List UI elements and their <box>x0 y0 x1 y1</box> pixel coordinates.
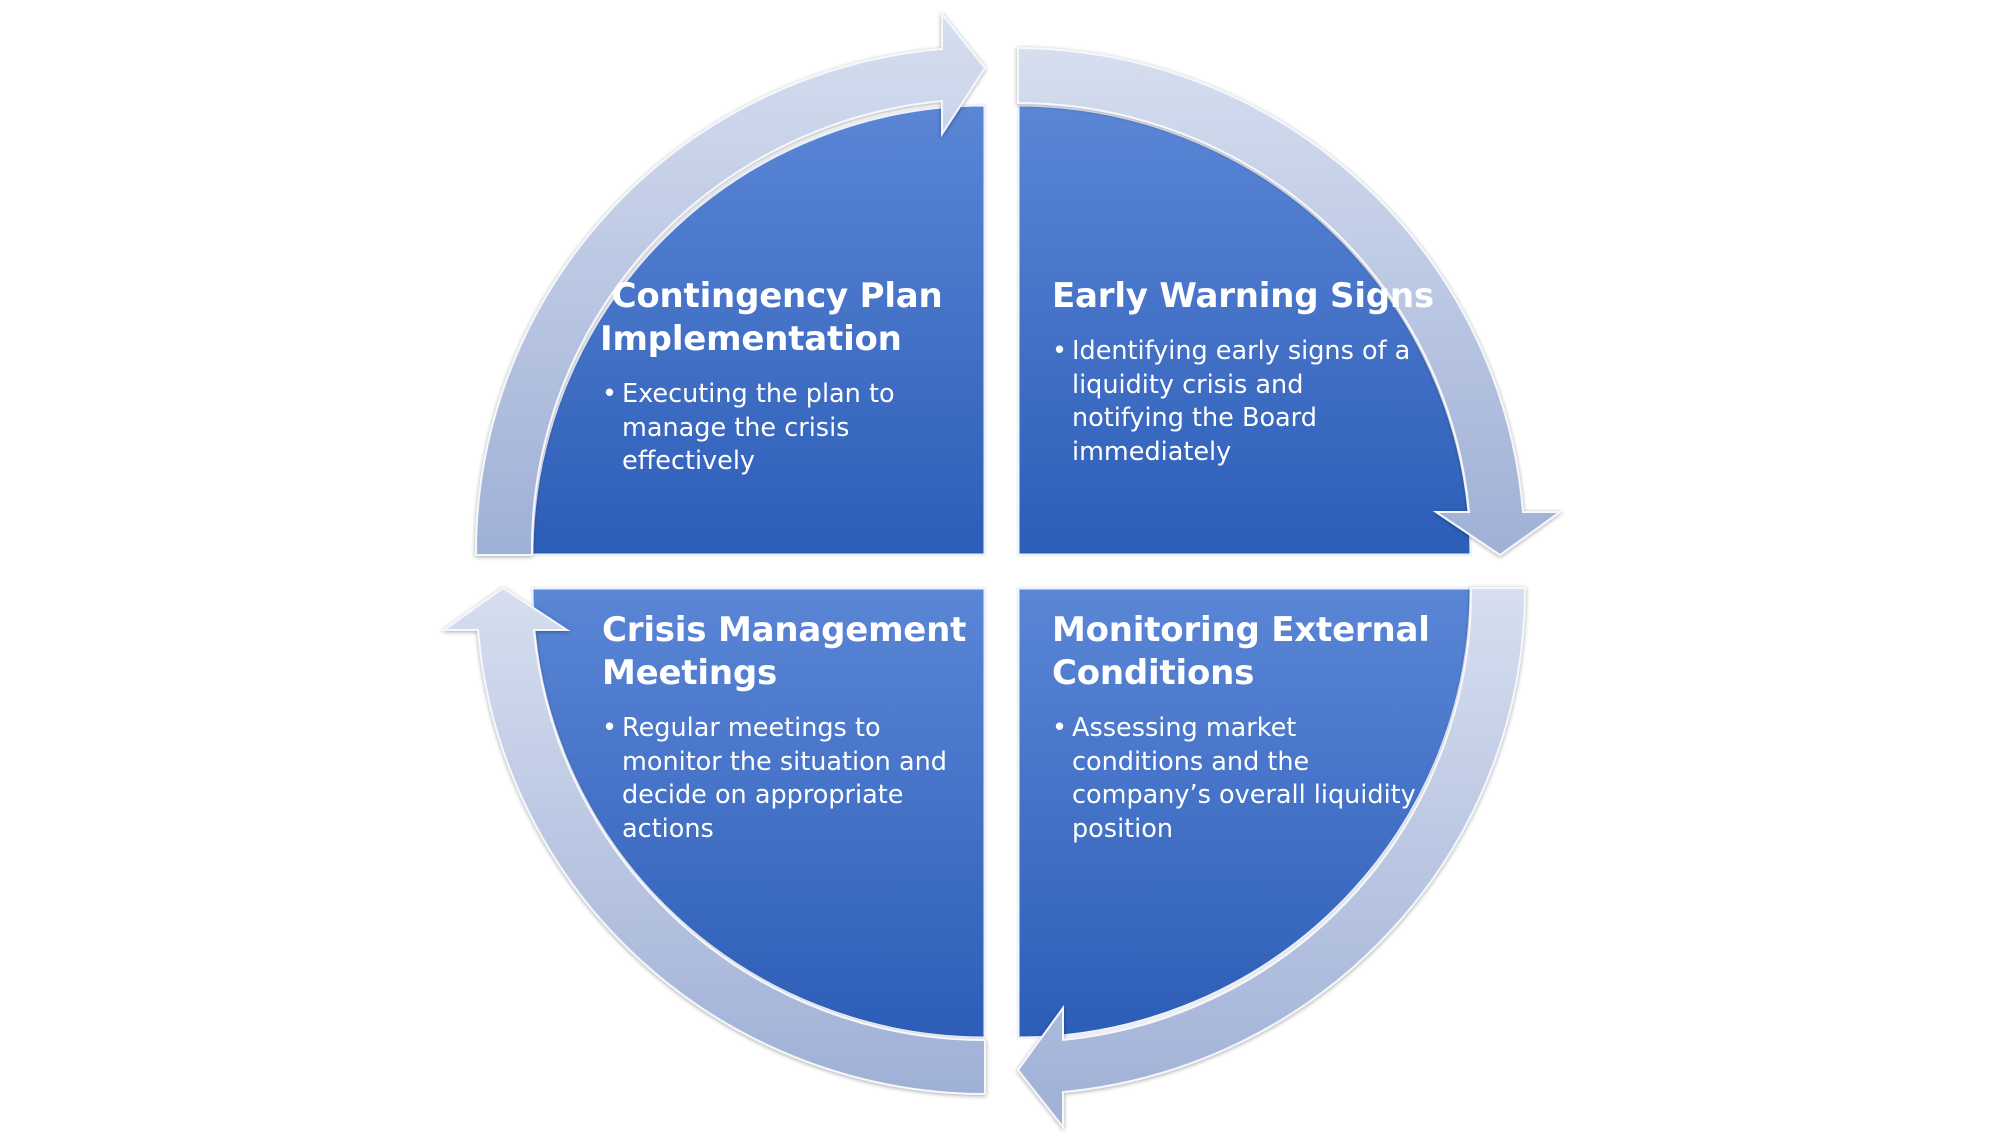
title-contingency-plan: Contingency Plan Implementation <box>600 276 943 359</box>
quadrant-top-right <box>1016 103 1473 557</box>
bullet-dot: • <box>602 379 618 409</box>
bullet-dot: • <box>1052 713 1068 743</box>
bullet-contingency-plan: •Executing the plan to manage the crisis… <box>602 378 895 479</box>
title-crisis-management: Crisis Management Meetings <box>602 610 967 693</box>
bullet-dot: • <box>602 713 618 743</box>
bullet-text: Identifying early signs of a liquidity c… <box>1072 336 1411 467</box>
quadrant-bottom-right <box>1016 586 1473 1040</box>
title-early-warning: Early Warning Signs <box>1052 276 1434 316</box>
arrow-top-right <box>1017 46 1564 557</box>
arrow-top-left <box>474 11 987 556</box>
bullet-dot: • <box>1052 336 1068 366</box>
bullet-text: Executing the plan to manage the crisis … <box>622 379 895 476</box>
bullet-text: Assessing market conditions and the comp… <box>1072 713 1416 844</box>
bullet-text: Regular meetings to monitor the situatio… <box>622 713 947 844</box>
arrow-bottom-left <box>440 586 986 1096</box>
bullet-monitoring-external: •Assessing market conditions and the com… <box>1052 712 1416 846</box>
title-monitoring-external: Monitoring External Conditions <box>1052 610 1430 693</box>
arrow-bottom-right <box>1016 587 1527 1130</box>
bullet-crisis-management: •Regular meetings to monitor the situati… <box>602 712 947 846</box>
quadrant-top-left <box>530 103 987 557</box>
bullet-early-warning: •Identifying early signs of a liquidity … <box>1052 335 1410 469</box>
